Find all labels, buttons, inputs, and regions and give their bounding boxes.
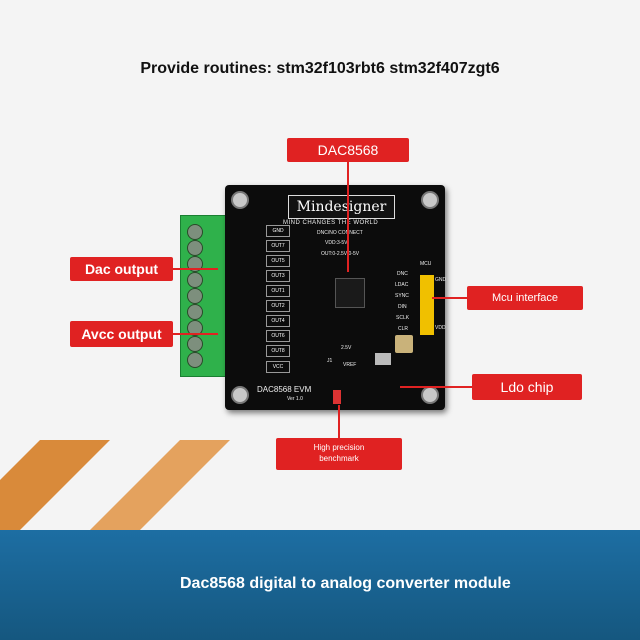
capacitor [395,335,413,353]
screw-icon [187,320,203,336]
mcu-pin: LDAC [395,282,409,288]
callout-precision-line1: High precision [313,443,365,452]
callout-dac-output: Dac output [70,257,173,281]
screw-icon [187,240,203,256]
brand-logo: Mindesigner [288,195,395,219]
callout-avcc-output: Avcc output [70,321,173,347]
pin-label: OUT3 [266,270,290,282]
mount-hole-icon [231,191,249,209]
pin-label: GND [266,225,290,237]
callout-precision-line2: benchmark [319,454,359,463]
pin-label: OUT7 [266,240,290,252]
jumper-label: 2.5V [341,345,352,351]
headline: Provide routines: stm32f103rbt6 stm32f40… [140,60,500,77]
screw-terminal-block [180,215,242,377]
screw-icon [187,336,203,352]
screw-icon [187,224,203,240]
mcu-vdd: VDD [435,325,446,331]
callout-high-precision-benchmark: High precision benchmark [276,438,402,470]
pcb-board: Mindesigner MIND CHANGES THE WORLD GND O… [225,185,447,410]
mount-hole-icon [231,386,249,404]
mcu-pin: DNC [397,271,408,277]
dnc-note: DNC/NO CONNECT [317,230,363,236]
leader-line [338,405,340,438]
pin-label: OUT8 [266,345,290,357]
pin-label: OUT5 [266,255,290,267]
pin-label: VCC [266,361,290,373]
mcu-pin-header [420,275,434,335]
out-note: OUT:0-2.5V/0-5V [321,251,360,257]
screw-icon [187,352,203,368]
mcu-pin: DIN [398,304,407,310]
vref-label: VREF [343,362,357,368]
mcu-pin: CLR [398,326,409,332]
leader-line [432,297,467,299]
callout-ldo-chip: Ldo chip [472,374,582,400]
leader-line [400,386,472,388]
vdd-note: VDD:3-5V [325,240,348,246]
model-label: DAC8568 EVM [257,385,312,394]
screw-icon [187,272,203,288]
mount-hole-icon [421,386,439,404]
leader-line [173,268,218,270]
screw-icon [187,288,203,304]
mcu-pin: SYNC [395,293,409,299]
ldo-chip [375,353,391,365]
pin-label: OUT6 [266,330,290,342]
pin-label: OUT4 [266,315,290,327]
mount-hole-icon [421,191,439,209]
callout-mcu-interface: Mcu interface [467,286,583,310]
j1-label: J1 [327,358,333,364]
pin-label: OUT2 [266,300,290,312]
product-caption: Dac8568 digital to analog converter modu… [180,575,511,592]
caption-band [0,530,640,640]
brand-tagline: MIND CHANGES THE WORLD [283,220,379,226]
leader-line [347,162,349,272]
vref-component [333,390,341,404]
mcu-pin: SCLK [396,315,410,321]
pin-label: OUT1 [266,285,290,297]
mcu-label: MCU [420,261,432,267]
screw-icon [187,304,203,320]
callout-dac8568: DAC8568 [287,138,409,162]
leader-line [173,333,218,335]
mcu-gnd: GND [435,277,447,283]
version-label: Ver 1.0 [287,396,303,402]
dac8568-chip [335,278,365,308]
